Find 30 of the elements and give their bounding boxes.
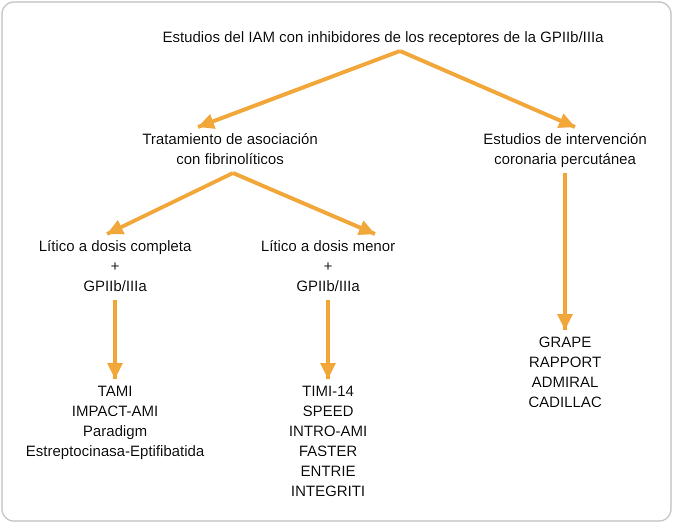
node-text: INTEGRITI: [290, 482, 366, 502]
node-text: Paradigm: [82, 422, 148, 442]
node-text: +: [322, 257, 334, 277]
node-text: IMPACT-AMI: [70, 402, 160, 422]
node-text: INTRO-AMI: [288, 422, 368, 442]
node-text: GPIIb/IIIa: [295, 277, 361, 297]
node-text: RAPPORT: [528, 353, 602, 373]
node-text: Estudios de intervención coronaria percutánea: [482, 130, 648, 170]
node-text: Lítico a dosis menor: [260, 237, 396, 257]
node-text: ADMIRAL: [530, 373, 600, 393]
node-text: Tratamiento de asociación con fibrinolíticos: [141, 130, 319, 170]
node-text: GPIIb/IIIa: [82, 277, 148, 297]
node-text: Estudios del IAM con inhibidores de los receptores de la GPIIb/IIIa: [161, 28, 605, 48]
node-text: TIMI-14: [301, 382, 355, 402]
arrow: [107, 300, 123, 379]
arrow: [557, 173, 573, 330]
node-text: FASTER: [298, 442, 358, 462]
node-text: SPEED: [302, 402, 354, 422]
arrow: [232, 171, 376, 236]
arrow: [320, 300, 336, 379]
node-text: CADILLAC: [527, 393, 603, 413]
node-text: TAMI: [96, 382, 134, 402]
node-text: Estreptocinasa-Eptifibatida: [24, 442, 206, 462]
node-text: +: [110, 257, 120, 277]
node-text: GRAPE: [538, 333, 592, 353]
arrow: [106, 171, 234, 236]
node-text: Lítico a dosis completa: [38, 237, 192, 257]
arrow: [399, 49, 576, 129]
arrow: [197, 49, 401, 129]
node-text: ENTRIE: [299, 462, 356, 482]
